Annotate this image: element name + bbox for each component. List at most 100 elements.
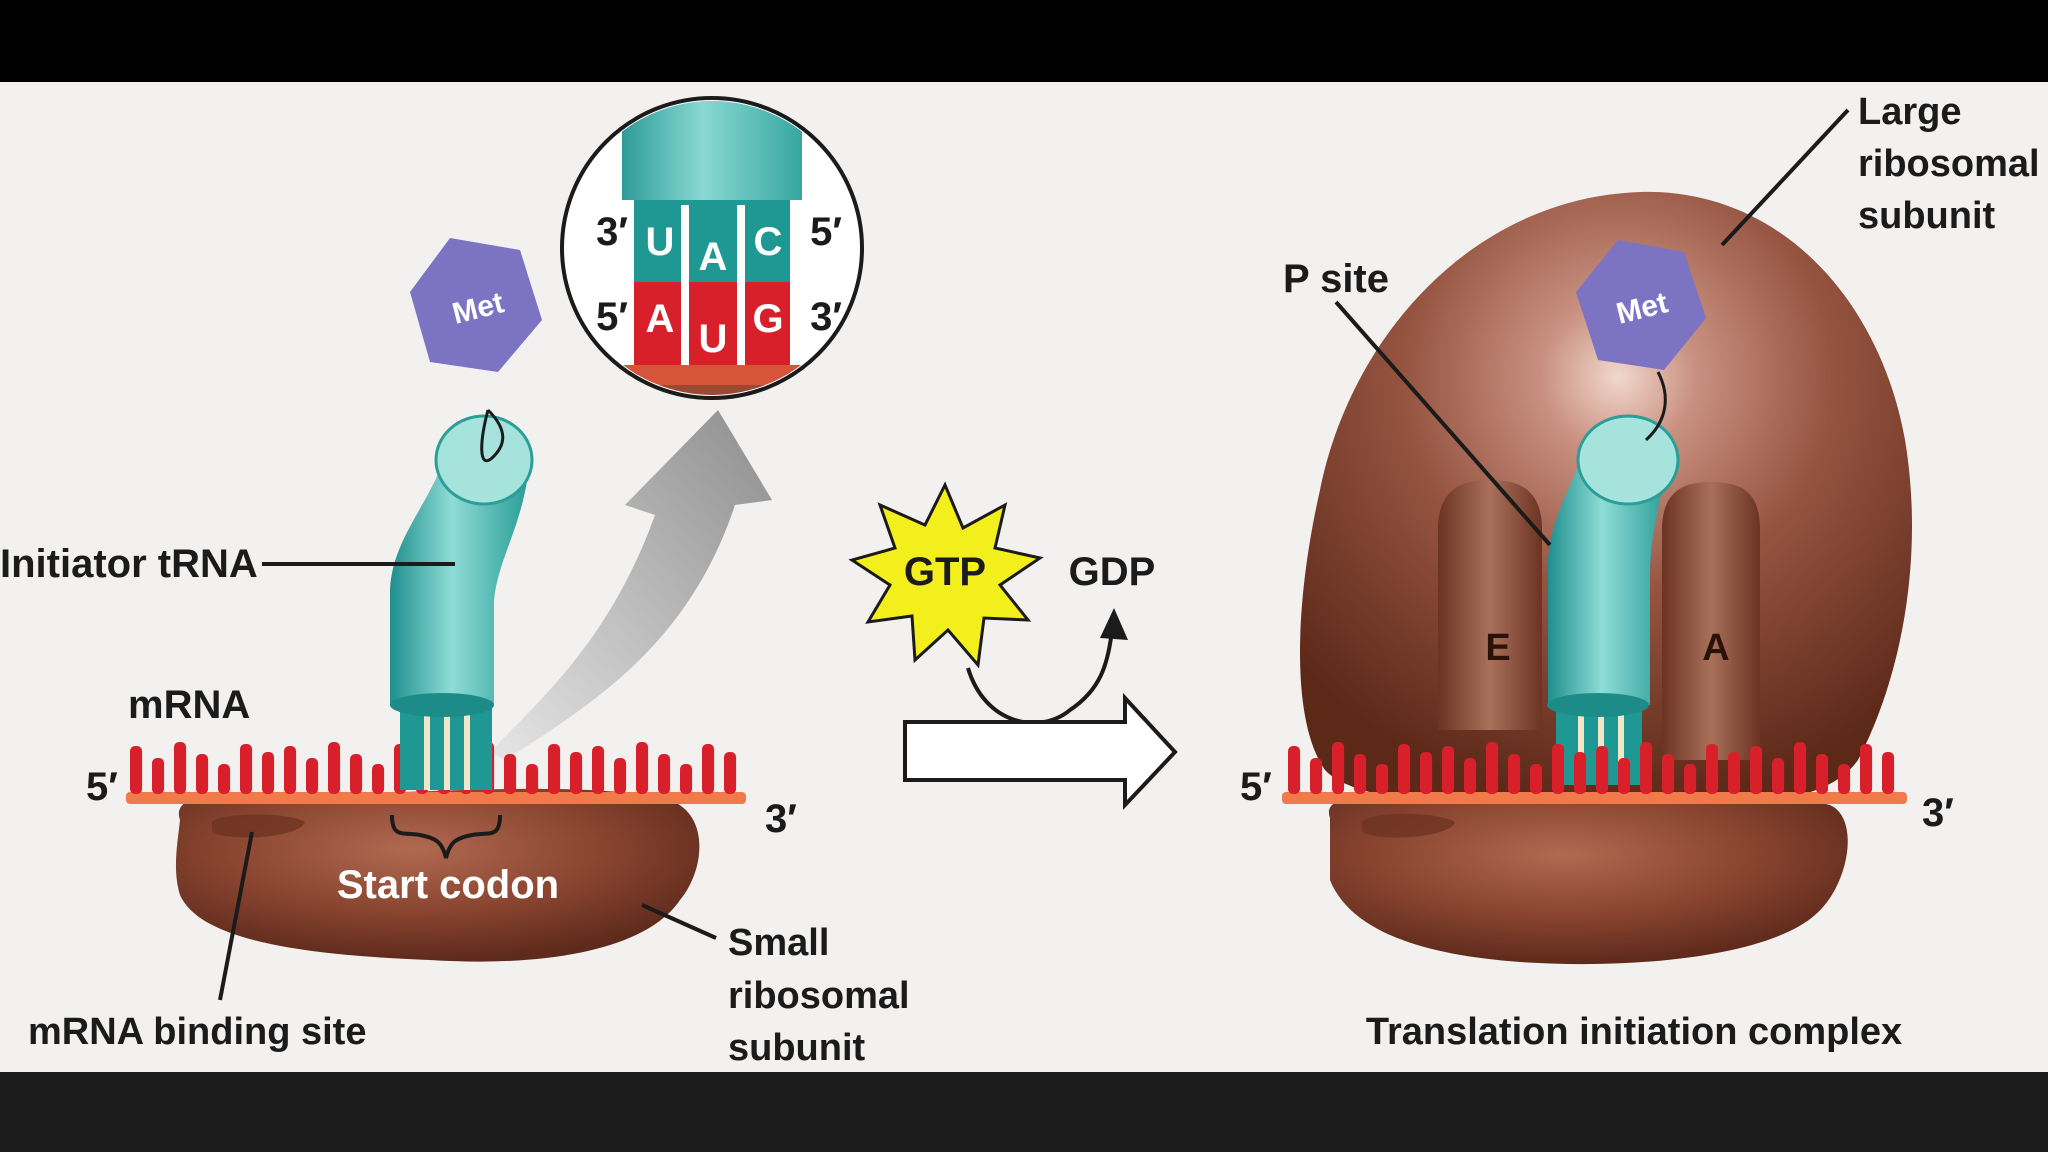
mrna-nucleotide: [1618, 758, 1631, 794]
small-subunit-label-line3: subunit: [728, 1027, 866, 1069]
codon-base-1: A: [646, 297, 675, 341]
three-prime-left: 3′: [765, 797, 797, 841]
anticodon-base-3: C: [754, 220, 783, 264]
three-prime-right: 3′: [1922, 791, 1954, 835]
process-arrow: [903, 692, 1178, 811]
mrna-nucleotide: [1442, 746, 1455, 794]
mrna-nucleotide: [1552, 744, 1565, 794]
mrna-nucleotide: [1376, 764, 1389, 794]
large-subunit-label-line3: subunit: [1858, 195, 1996, 237]
met-amino-acid-right: [1576, 240, 1706, 370]
mrna-nucleotide: [1464, 758, 1477, 794]
zoom-arrow: [490, 410, 772, 760]
large-subunit-label-line2: ribosomal: [1858, 143, 2040, 185]
mrna-nucleotide: [526, 764, 539, 794]
small-ribosomal-subunit-complex: [1328, 795, 1848, 965]
met-amino-acid: [410, 238, 542, 372]
mrna-nucleotide: [1662, 754, 1675, 794]
mrna-nucleotide: [1728, 752, 1741, 794]
mrna-binding-site-label: mRNA binding site: [28, 1011, 366, 1053]
mrna-nucleotide: [130, 746, 143, 794]
mrna-nucleotide: [1684, 764, 1697, 794]
gtp-label: GTP: [904, 550, 986, 594]
mrna-nucleotide: [1772, 758, 1785, 794]
initiator-trna-label: Initiator tRNA: [0, 542, 258, 586]
mrna-nucleotide: [1332, 742, 1345, 794]
zoom-bottom-right-end: 3′: [810, 295, 842, 339]
mrna-nucleotide: [1288, 746, 1301, 794]
gtp-hydrolysis-step: GTP GDP: [848, 481, 1178, 811]
mrna-nucleotide: [174, 742, 187, 794]
mrna-nucleotide: [570, 752, 583, 794]
codon-base-3: G: [752, 297, 783, 341]
mrna-strand-right: [1282, 742, 1907, 804]
e-site-label: E: [1485, 627, 1510, 669]
e-site: [1438, 480, 1542, 730]
anticodon-zoom: U A C A U G 3′ 5′ 5′ 3′: [560, 96, 864, 400]
mrna-nucleotide: [350, 754, 363, 794]
start-codon-label: Start codon: [337, 863, 559, 907]
start-codon-brace: [390, 814, 502, 859]
bottom-bar: [0, 1072, 2048, 1152]
five-prime-left: 5′: [86, 765, 118, 809]
mrna-nucleotide: [306, 758, 319, 794]
mrna-nucleotide: [1816, 754, 1829, 794]
mrna-binding-site-groove: [212, 814, 305, 838]
mrna-nucleotide: [1486, 742, 1499, 794]
mrna-nucleotide: [1838, 764, 1851, 794]
p-site-leader: [1334, 300, 1552, 547]
mrna-nucleotide: [504, 754, 517, 794]
mrna-nucleotide: [1354, 754, 1367, 794]
mrna-nucleotide: [240, 744, 253, 794]
mrna-nucleotide: [1420, 752, 1433, 794]
mrna-nucleotide: [1574, 752, 1587, 794]
initiator-trna: [390, 414, 534, 717]
mrna-nucleotide: [636, 742, 649, 794]
translation-initiation-complex-label: Translation initiation complex: [1366, 1011, 1902, 1053]
gdp-label: GDP: [1069, 550, 1156, 594]
mrna-nucleotide: [1530, 764, 1543, 794]
gtp-burst: [848, 481, 1044, 669]
mrna-strand-left: [126, 742, 746, 804]
mrna-nucleotide: [196, 754, 209, 794]
p-site-trna: [1547, 414, 1680, 785]
mrna-nucleotide: [592, 746, 605, 794]
mrna-binding-groove-right: [1362, 813, 1455, 838]
zoom-bottom-left-end: 5′: [596, 295, 628, 339]
met-tether-right: [1644, 371, 1667, 442]
mrna-nucleotide: [284, 746, 297, 794]
mrna-nucleotide: [1706, 744, 1719, 794]
mrna-nucleotide: [680, 764, 693, 794]
zoom-top-left-end: 3′: [596, 210, 628, 254]
small-subunit-label-line2: ribosomal: [728, 975, 910, 1017]
mrna-nucleotide: [152, 758, 165, 794]
anticodon-base-2: A: [699, 235, 728, 279]
small-subunit-leader: [641, 903, 717, 940]
met-tether: [480, 408, 505, 462]
top-bar: [0, 0, 2048, 82]
mrna-nucleotide: [218, 764, 231, 794]
mrna-nucleotide: [372, 764, 385, 794]
five-prime-right: 5′: [1240, 765, 1272, 809]
p-site-label: P site: [1283, 257, 1389, 301]
a-site-label: A: [1702, 627, 1729, 669]
mrna-nucleotide: [1750, 746, 1763, 794]
large-subunit-leader: [1720, 108, 1850, 247]
mrna-nucleotide: [1596, 746, 1609, 794]
large-subunit-label-line1: Large: [1858, 91, 1961, 133]
small-ribosomal-subunit: [175, 788, 700, 962]
a-site: [1662, 482, 1760, 760]
gtp-to-gdp-arrow: [966, 629, 1114, 725]
mrna-label: mRNA: [128, 683, 250, 727]
right-panel: E A Met Large ribosomal subunit P site: [1240, 91, 2040, 1053]
zoom-top-right-end: 5′: [810, 210, 842, 254]
mrna-nucleotide: [1398, 744, 1411, 794]
mrna-nucleotide: [658, 754, 671, 794]
mrna-nucleotide: [724, 752, 737, 794]
mrna-nucleotide: [1882, 752, 1895, 794]
mrna-nucleotide: [614, 758, 627, 794]
mrna-nucleotide: [1794, 742, 1807, 794]
mrna-binding-site-leader: [218, 831, 254, 1001]
codon-base-2: U: [699, 317, 728, 361]
mrna-nucleotide: [702, 744, 715, 794]
